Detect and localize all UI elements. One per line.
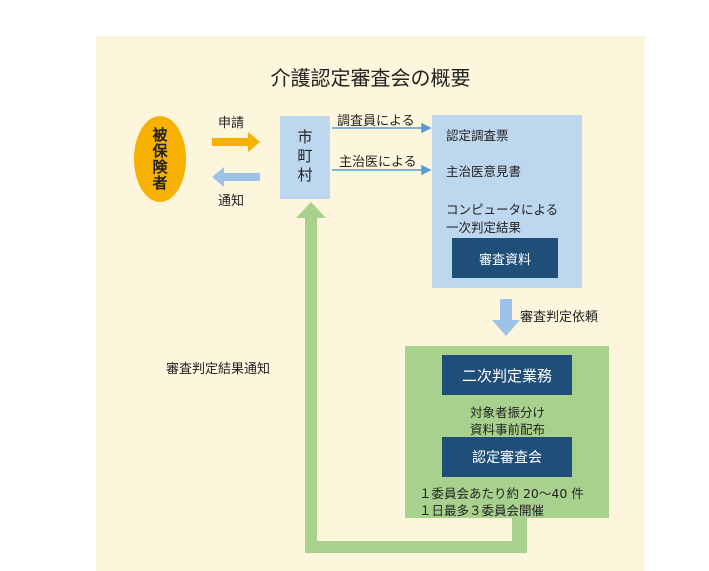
page-title: 介護認定審査会の概要 [270,66,471,90]
committee-note: １委員会あたり約 20〜40 件 [419,486,584,501]
notice-arrow [212,167,260,187]
committee-note: １日最多３委員会開催 [419,503,545,518]
secondary-header: 二次判定業務 [442,355,572,395]
committee-box: 認定審査会 [442,437,572,477]
review-materials-box: 審査資料 [452,238,558,278]
application-arrow [212,132,260,152]
request-label: 審査判定依頼 [520,310,599,325]
doc-item: コンピュータによる [446,202,559,217]
insured-person-node: 被保険者 [134,116,186,202]
documents-box: 認定調査票 主治医意見書 コンピュータによる 一次判定結果 審査資料 [432,115,582,288]
secondary-judgment-box: 二次判定業務 対象者振分け 資料事前配布 認定審査会 １委員会あたり約 20〜4… [405,346,609,518]
doc-item: 一次判定結果 [446,220,522,235]
task-item: 対象者振分け [470,405,546,420]
doctor-arrow [332,164,432,176]
investigator-arrow [332,122,432,134]
notice-label: 通知 [218,194,245,209]
request-down-arrow [492,299,520,336]
insured-label: 被保険者 [150,127,169,191]
municipality-node: 市町村 [280,116,330,199]
application-label: 申請 [218,116,245,131]
municipality-label: 市町村 [295,129,314,186]
doc-item: 主治医意見書 [446,164,522,179]
result-notice-label: 審査判定結果通知 [166,362,271,377]
doc-item: 認定調査票 [446,128,509,143]
doctor-label: 主治医による [339,155,417,170]
investigator-label: 調査員による [337,114,415,129]
task-item: 資料事前配布 [470,422,546,437]
